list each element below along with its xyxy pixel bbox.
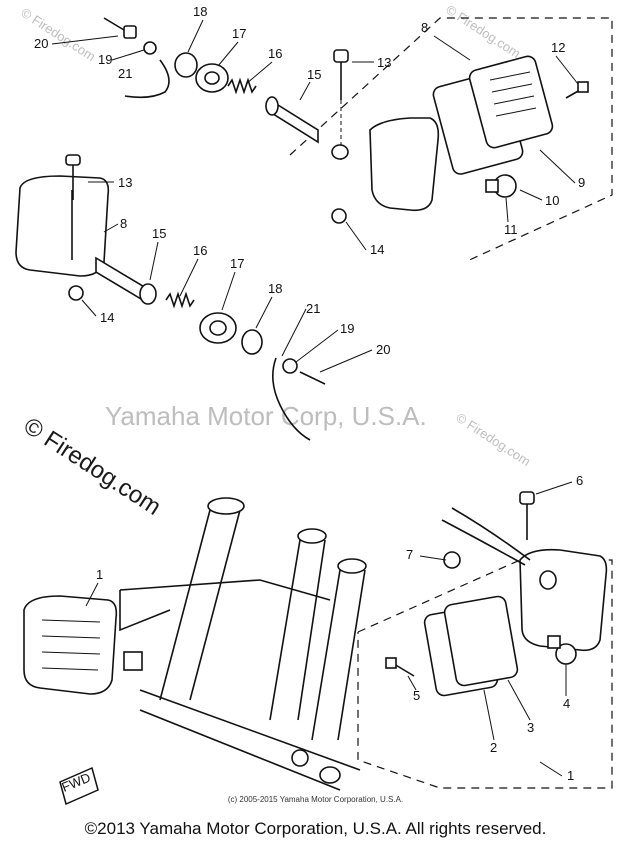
svg-text:4: 4	[563, 696, 570, 711]
lower-assembly	[23, 491, 613, 791]
svg-text:20: 20	[376, 342, 390, 357]
svg-text:13: 13	[118, 175, 132, 190]
svg-text:10: 10	[545, 193, 559, 208]
svg-text:13: 13	[377, 55, 391, 70]
middle-assembly	[15, 154, 326, 441]
svg-text:16: 16	[193, 243, 207, 258]
svg-text:9: 9	[578, 175, 585, 190]
svg-text:15: 15	[152, 226, 166, 241]
svg-text:21: 21	[306, 301, 320, 316]
small-copyright-note: (c) 2005-2015 Yamaha Motor Corporation, …	[227, 795, 404, 804]
svg-text:11: 11	[504, 222, 518, 237]
svg-text:17: 17	[232, 26, 246, 41]
copyright-notice: ©2013 Yamaha Motor Corporation, U.S.A. A…	[84, 819, 547, 838]
svg-text:17: 17	[230, 256, 244, 271]
svg-text:14: 14	[100, 310, 114, 325]
watermark-mid-right: © Firedog.com	[453, 410, 533, 469]
labels-middle: 13 8 15 16 17 18 21 19 20 14	[81, 175, 390, 373]
upper-assembly	[103, 17, 613, 263]
svg-text:15: 15	[307, 67, 321, 82]
svg-text:16: 16	[268, 46, 282, 61]
svg-text:8: 8	[120, 216, 127, 231]
svg-text:19: 19	[340, 321, 354, 336]
svg-text:20: 20	[34, 36, 48, 51]
labels-upper: 20 19 21 18 17 16 15 13 8 12 9 10 11 14	[34, 4, 585, 257]
watermark-center: Yamaha Motor Corp, U.S.A.	[105, 401, 427, 431]
svg-text:3: 3	[527, 720, 534, 735]
watermark-top-right: © Firedog.com	[443, 2, 523, 61]
svg-text:18: 18	[193, 4, 207, 19]
svg-text:21: 21	[118, 66, 132, 81]
labels-lower: 1 6 7 2 3 4 5 1	[85, 473, 583, 783]
watermark-top-left: © Firedog.com	[18, 5, 98, 64]
svg-text:18: 18	[268, 281, 282, 296]
svg-text:1: 1	[96, 567, 103, 582]
svg-text:14: 14	[370, 242, 384, 257]
svg-text:1: 1	[567, 768, 574, 783]
svg-text:12: 12	[551, 40, 565, 55]
svg-text:5: 5	[413, 688, 420, 703]
svg-text:7: 7	[406, 547, 413, 562]
svg-text:2: 2	[490, 740, 497, 755]
svg-text:8: 8	[421, 20, 428, 35]
svg-text:19: 19	[98, 52, 112, 67]
svg-text:6: 6	[576, 473, 583, 488]
